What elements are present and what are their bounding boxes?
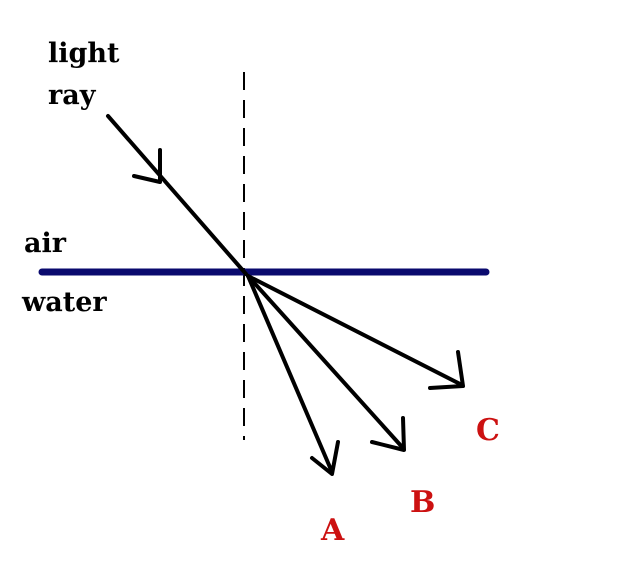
label-light: light xyxy=(48,38,120,69)
label-air: air xyxy=(24,228,67,259)
ray-a-arrowhead xyxy=(310,440,340,476)
incident-ray-arrowhead xyxy=(132,148,162,184)
incident-ray xyxy=(106,114,248,276)
label-option-b: B xyxy=(410,485,435,520)
refracted-ray-a xyxy=(246,274,340,476)
label-option-c: C xyxy=(476,413,500,448)
refracted-ray-b xyxy=(246,274,406,452)
ray-c-arrowhead xyxy=(428,350,465,390)
label-option-a: A xyxy=(320,513,345,548)
ray-b-arrowhead xyxy=(370,416,406,452)
refracted-ray-c xyxy=(246,274,465,390)
label-ray: ray xyxy=(48,80,97,111)
label-water: water xyxy=(21,287,107,318)
